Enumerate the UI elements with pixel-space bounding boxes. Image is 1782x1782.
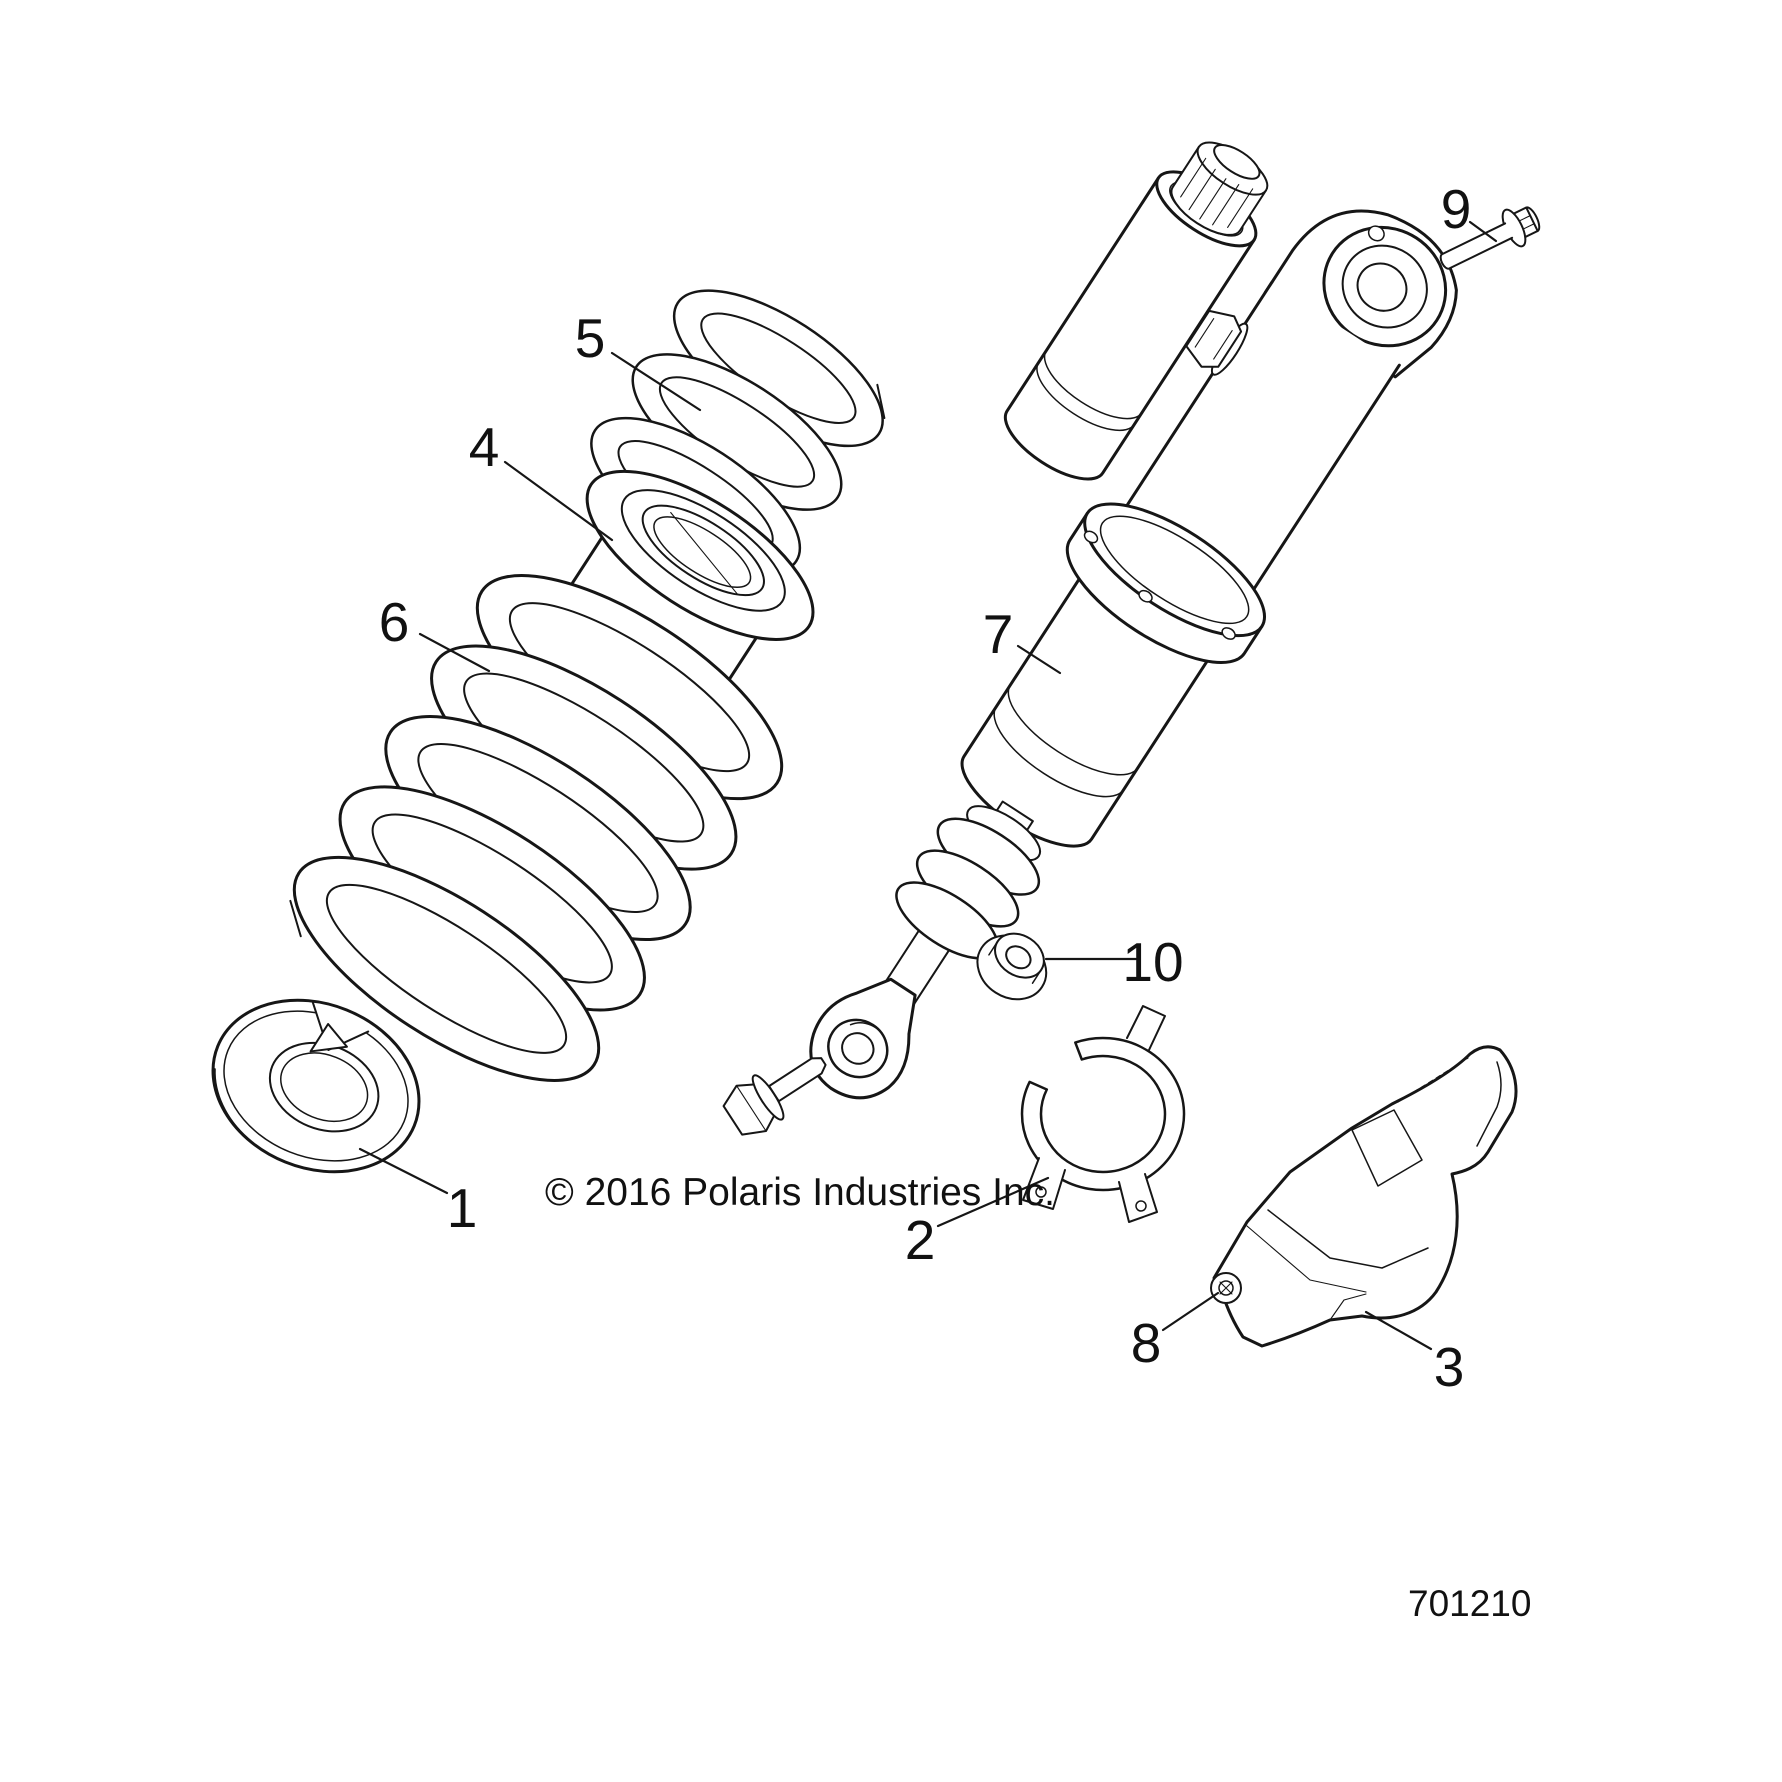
leader-line-8 [1161, 1291, 1220, 1332]
callout-7: 7 [983, 603, 1014, 665]
guard-fastener-drawing [1210, 1272, 1242, 1304]
callout-4: 4 [469, 416, 500, 478]
retainer-clamp-drawing [1020, 1005, 1186, 1223]
leader-lines [358, 220, 1498, 1351]
spring-retainer-lower-drawing [211, 998, 421, 1174]
flange-nut-drawing [976, 932, 1048, 1001]
callout-10: 10 [1122, 931, 1183, 993]
leader-line-4 [503, 460, 614, 542]
callout-6: 6 [379, 591, 410, 653]
callout-3: 3 [1434, 1336, 1465, 1398]
leader-line-3 [1364, 1310, 1433, 1351]
leader-line-1 [358, 1147, 449, 1195]
leader-line-2 [936, 1176, 1050, 1228]
leader-line-5 [610, 351, 702, 412]
diagram-number: 701210 [1408, 1583, 1531, 1624]
leader-line-6 [418, 632, 491, 673]
shock-absorber-drawing [809, 141, 1458, 1100]
leader-line-7 [1016, 644, 1062, 675]
copyright-text: © 2016 Polaris Industries Inc. [545, 1171, 1055, 1214]
callout-1: 1 [447, 1177, 478, 1239]
callout-8: 8 [1131, 1312, 1162, 1374]
leader-line-9 [1468, 220, 1498, 243]
lower-mount-bolt-drawing [722, 1057, 827, 1136]
callout-2: 2 [905, 1209, 936, 1271]
shock-guard-drawing [1212, 1045, 1518, 1348]
callout-5: 5 [575, 307, 606, 369]
upper-mount-bolt-drawing [1439, 206, 1541, 270]
spring-main-drawing [289, 574, 784, 1082]
callout-labels: 1 2 3 4 5 6 7 8 9 10 [379, 178, 1472, 1398]
callout-9: 9 [1441, 178, 1472, 240]
